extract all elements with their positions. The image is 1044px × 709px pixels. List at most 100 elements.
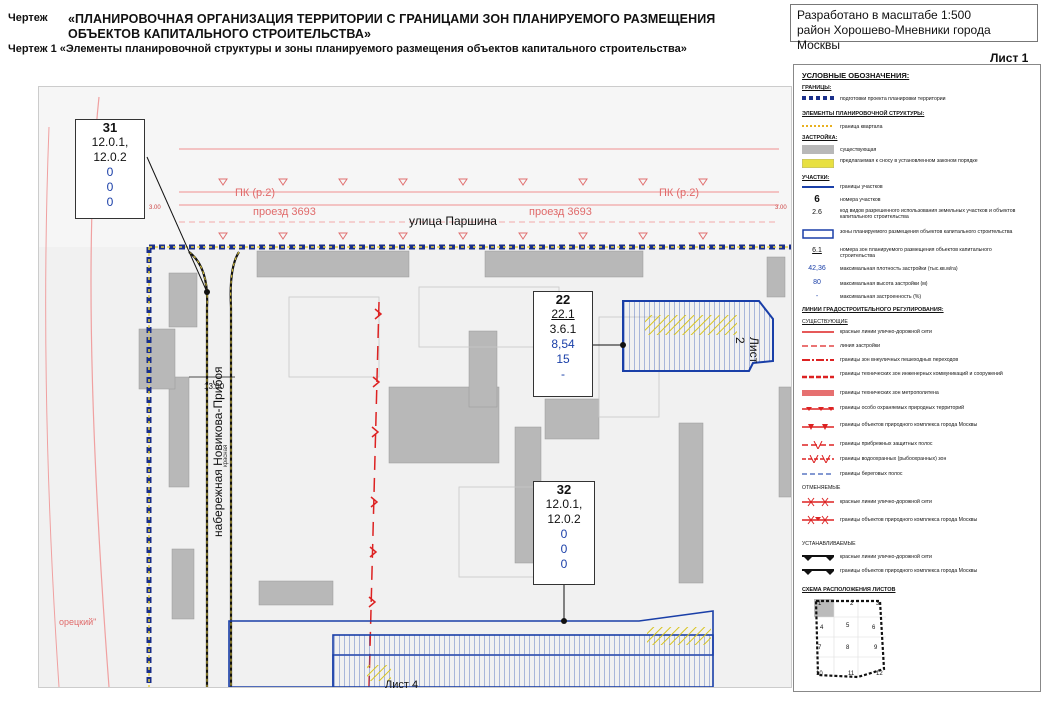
scale-text: Разработано в масштабе 1:500 [797, 8, 972, 22]
legend-red-line-symbol [802, 331, 834, 333]
sheet4-label: Лист 4 [385, 679, 419, 691]
callout-plot-31: 31 12.0.1, 12.0.2 0 0 0 [75, 119, 145, 219]
legend-panel: УСЛОВНЫЕ ОБОЗНАЧЕНИЯ: ГРАНИЦЫ: подготовк… [793, 64, 1041, 692]
legend-use-code: код видов разрешенного использования зем… [840, 208, 1016, 220]
scheme-cell-1: 1 [818, 601, 822, 607]
legend-title: УСЛОВНЫЕ ОБОЗНАЧЕНИЯ: [802, 71, 910, 80]
legend-num-61: 6.1 [812, 247, 822, 254]
legend-num-80: 80 [813, 279, 821, 286]
proezd-label-2: проезд 3693 [529, 206, 592, 218]
scheme-cell-9: 9 [874, 645, 878, 651]
legend-zones: зоны планируемого размещения объектов ка… [840, 229, 1013, 235]
legend-demolish: предлагаемая к сносу в установленном зак… [840, 158, 978, 164]
legend-cancel-red-symbol [802, 497, 834, 507]
percent-value: - [561, 367, 565, 381]
scheme-cell-6: 6 [872, 625, 876, 631]
drawing-subtitle: Чертеж 1 «Элементы планировочной структу… [8, 43, 687, 55]
scheme-cell-4: 4 [820, 625, 824, 631]
legend-cancel-nature-symbol [802, 515, 834, 525]
legend-existing: существующая [840, 147, 877, 153]
legend-demolish-symbol [802, 159, 834, 168]
legend-nature-symbol [802, 424, 834, 430]
legend-kvartal: граница квартала [840, 124, 883, 130]
zone-number: 22.1 [551, 307, 575, 321]
legend-ped-symbol [802, 359, 834, 361]
svg-text:3.00: 3.00 [775, 205, 787, 211]
use-code-1: 12.0.1, [545, 497, 583, 511]
legend-plot-num: номера участков [840, 197, 881, 203]
legend-existing-symbol [802, 145, 834, 154]
legend-zone-num: номера зон планируемого размещения объек… [840, 247, 992, 259]
legend-protected-symbol [802, 407, 834, 411]
legend-build-line-symbol [802, 345, 834, 347]
legend-kvartal-symbol [802, 125, 834, 127]
use-code-2: 12.0.2 [93, 150, 127, 164]
legend-est-red-symbol [802, 555, 834, 561]
svg-text:3.00: 3.00 [149, 205, 161, 211]
legend-build-line: линия застройки [840, 343, 881, 349]
legend-tech-eng-symbol [802, 375, 834, 379]
sheet-layout-scheme [814, 599, 886, 679]
legend-section-cancel: ОТМЕНЯЕМЫЕ [802, 485, 841, 491]
plot-number: 32 [556, 482, 572, 497]
legend-tech-eng: границы технических зон инженерных комму… [840, 371, 1003, 377]
legend-coast-protect-symbol [802, 441, 834, 449]
legend-tech-metro-symbol [802, 390, 834, 396]
scheme-cell-11: 11 [848, 671, 855, 677]
scheme-cell-5: 5 [846, 623, 850, 629]
sheet2-label: Лист 2 [733, 337, 761, 364]
legend-est-nature: границы объектов природного комплекса го… [840, 568, 978, 574]
legend-height: максимальная высота застройки (м) [840, 281, 928, 287]
density-value: 0 [106, 165, 114, 179]
callout-plot-32: 32 12.0.1, 12.0.2 0 0 0 [533, 481, 595, 585]
legend-coast: границы береговых полос [840, 471, 903, 477]
legend-water: границы водоохранных (рыбоохранных) зон [840, 456, 947, 462]
legend-protected: границы особо охраняемых природных терри… [840, 405, 965, 411]
density-value: 0 [560, 527, 568, 541]
legend-plot-bounds-symbol [802, 186, 834, 188]
legend-project-boundary: подготовки проекта планировки территории [840, 96, 946, 102]
percent-value: 0 [106, 195, 114, 209]
legend-section-existing: СУЩЕСТВУЮЩИЕ [802, 319, 848, 325]
legend-tech-metro: границы технических зон метрополитена [840, 390, 939, 396]
height-value: 0 [560, 542, 568, 556]
road-label-pk2: ПК (р.2) [659, 187, 699, 199]
legend-section-bounds: ГРАНИЦЫ: [802, 85, 832, 91]
scale-box: Разработано в масштабе 1:500 район Хорош… [790, 4, 1038, 52]
height-value: 0 [106, 180, 114, 194]
plot-number: 22 [555, 292, 571, 307]
legend-num-6: 6 [814, 194, 820, 205]
legend-section-plots: УЧАСТКИ: [802, 175, 830, 181]
legend-coast-symbol [802, 473, 834, 475]
use-code-2: 12.0.2 [547, 512, 581, 526]
legend-section-elements: ЭЛЕМЕНТЫ ПЛАНИРОВОЧНОЙ СТРУКТУРЫ: [802, 111, 925, 117]
road-label-pk1: ПК (р.2) [235, 187, 275, 199]
callout-plot-22: 22 22.1 3.6.1 8,54 15 - [533, 291, 593, 397]
scheme-cell-7: 7 [818, 645, 822, 651]
scheme-title: СХЕМА РАСПОЛОЖЕНИЯ ЛИСТОВ [802, 587, 896, 593]
legend-project-boundary-symbol [802, 96, 834, 100]
district-text: район Хорошево-Мневники города Москвы [797, 23, 991, 52]
legend-num-26: 2.6 [812, 209, 822, 216]
height-value: 15 [556, 352, 570, 366]
drawing-title: «ПЛАНИРОВОЧНАЯ ОРГАНИЗАЦИЯ ТЕРРИТОРИИ С … [68, 12, 716, 41]
legend-water-symbol [802, 455, 834, 463]
use-code-1: 12.0.1, [91, 135, 129, 149]
legend-num-4236: 42,36 [808, 265, 826, 272]
legend-percent: максимальная застроенность (%) [840, 294, 922, 300]
legend-density: максимальная плотность застройки (тыс.кв… [840, 266, 958, 272]
scheme-cell-10: 10 [816, 671, 823, 677]
map-drawing: 3.00 3.00 [39, 87, 792, 688]
legend-red-line: красные линии улично-дорожной сети [840, 329, 932, 335]
map-area: 3.00 3.00 ПК (р.2) ПК (р.2) проезд 3693 … [38, 86, 792, 691]
legend-section-establish: УСТАНАВЛИВАЕМЫЕ [802, 541, 856, 547]
scheme-cell-2: 2 [850, 601, 854, 607]
legend-est-nature-symbol [802, 569, 834, 575]
scheme-cell-8: 8 [846, 645, 850, 651]
proezd-label-1: проезд 3693 [253, 206, 316, 218]
scheme-cell-3: 3 [876, 601, 880, 607]
drawing-label: Чертеж [8, 12, 48, 24]
density-value: 8,54 [551, 337, 575, 351]
street-side-small-label: красная [223, 444, 229, 467]
scheme-cell-12: 12 [876, 671, 883, 677]
